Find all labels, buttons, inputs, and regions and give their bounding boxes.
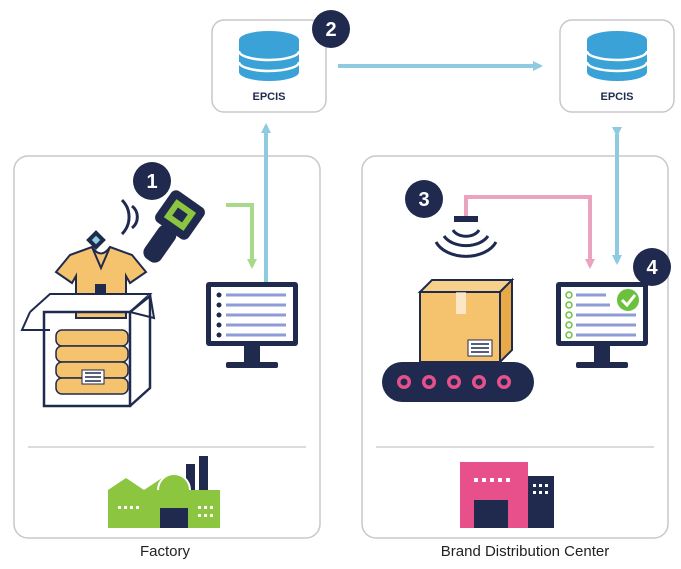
step-badge-1: 1 xyxy=(133,162,171,200)
step-badge-3: 3 xyxy=(405,180,443,218)
svg-text:2: 2 xyxy=(325,19,336,41)
rfid-reader-icon xyxy=(434,216,498,258)
step-badge-4: 4 xyxy=(633,248,671,286)
epcis-right-label: EPCIS xyxy=(600,91,633,103)
read-data-arrow xyxy=(464,195,595,269)
cardboard-box-icon xyxy=(417,277,515,365)
handheld-scanner-icon xyxy=(120,190,205,263)
step-badge-2: 2 xyxy=(312,10,350,48)
epcis-database-right: EPCIS xyxy=(559,19,675,113)
epcis-database-left: EPCIS xyxy=(211,19,327,113)
database-icon xyxy=(585,31,649,81)
scan-data-arrow xyxy=(226,203,257,269)
factory-caption: Factory xyxy=(139,543,190,560)
conveyor-belt-icon xyxy=(382,362,534,402)
check-icon xyxy=(615,287,641,313)
distribution-center-caption: Brand Distribution Center xyxy=(440,543,610,560)
factory-monitor-icon xyxy=(206,282,298,368)
factory-building-icon xyxy=(108,456,220,528)
svg-text:4: 4 xyxy=(646,257,658,279)
open-box-icon xyxy=(20,293,156,408)
epcis-left-label: EPCIS xyxy=(252,91,285,103)
warehouse-building-icon xyxy=(460,462,554,528)
dc-monitor-icon xyxy=(556,282,648,368)
svg-text:1: 1 xyxy=(146,171,157,193)
database-icon xyxy=(237,31,301,81)
svg-text:3: 3 xyxy=(418,189,429,211)
